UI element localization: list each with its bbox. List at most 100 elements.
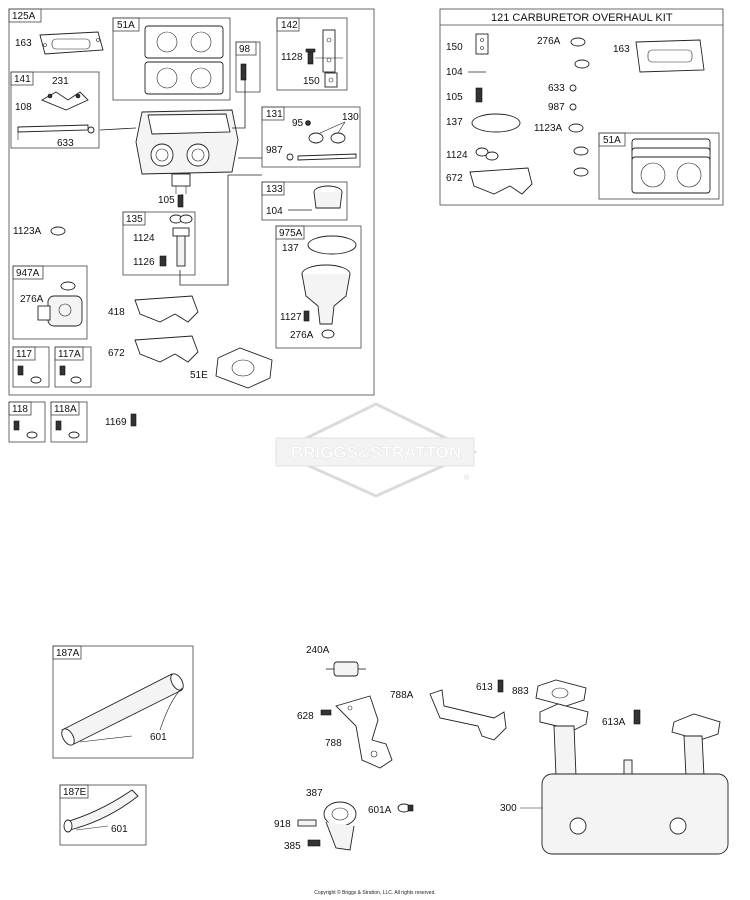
label-150: 150: [303, 76, 320, 87]
kit-label-137: 137: [446, 117, 463, 128]
box-label-51A: 51A: [117, 20, 135, 31]
clamp-601A-icon: [397, 803, 414, 813]
kit-label-150: 150: [446, 42, 463, 53]
kit-seal-a-icon: [574, 59, 590, 69]
label-1128: 1128: [281, 52, 303, 63]
kit-label-672: 672: [446, 173, 463, 184]
box-141: [10, 71, 100, 149]
bracket-788-icon: [335, 695, 393, 769]
kit-label-104: 104: [446, 67, 463, 78]
box-975A: [275, 225, 362, 349]
label-231: 231: [52, 76, 69, 87]
watermark-text: BRIGGS&STRATTON: [291, 443, 461, 462]
label-672: 672: [108, 348, 125, 359]
label-51E: 51E: [190, 370, 208, 381]
label-104: 104: [266, 206, 283, 217]
label-601-187A: 601: [150, 732, 167, 743]
kit-title: 121 CARBURETOR OVERHAUL KIT: [491, 12, 673, 24]
seal-633-icon: [87, 126, 95, 134]
bracket-142-icon: [315, 29, 343, 73]
copyright-footer: Copyright © Briggs & Stratton, LLC. All …: [314, 890, 436, 896]
box-135: [122, 211, 196, 276]
tube-187E-icon: [63, 789, 139, 833]
screw-613A-icon: [633, 709, 641, 725]
screw-628-icon: [320, 709, 332, 716]
kit-needle-105-icon: [475, 87, 483, 103]
muffler-300-icon: [539, 703, 729, 855]
label-240A: 240A: [306, 645, 330, 656]
kit-seal-633-icon: [569, 84, 577, 92]
label-105: 105: [158, 195, 175, 206]
pin-918-icon: [297, 819, 317, 827]
label-788A: 788A: [390, 690, 414, 701]
box-label-118: 118: [12, 404, 28, 415]
screw-117-icon: [17, 365, 42, 384]
throttle-plate-130-icon: [308, 121, 346, 144]
label-1124: 1124: [133, 233, 155, 244]
elbow-387-icon: [323, 801, 357, 851]
kit-seal-c-icon: [573, 167, 589, 177]
watermark-trademark: ®: [464, 474, 470, 482]
label-987: 987: [266, 145, 283, 156]
bracket-231-icon: [40, 91, 89, 111]
bowl-975A-icon: [301, 264, 351, 325]
label-387: 387: [306, 788, 323, 799]
label-163: 163: [15, 38, 32, 49]
tube-187A-icon: [61, 673, 184, 746]
gasket-883-icon: [535, 679, 587, 707]
screw-117A-icon: [59, 365, 82, 384]
solenoid-947A-icon: [37, 281, 83, 327]
kit-gasket-137-icon: [471, 113, 521, 133]
seal-276A-975-icon: [321, 329, 335, 339]
label-918: 918: [274, 819, 291, 830]
label-130: 130: [342, 112, 359, 123]
kit-gasket-672-icon: [469, 167, 533, 195]
kit-gasket-163-icon: [635, 39, 705, 73]
kit-seal-987-icon: [569, 103, 577, 111]
box-label-187E: 187E: [63, 787, 87, 798]
kit-label-276A: 276A: [537, 36, 561, 47]
box-label-975A: 975A: [279, 228, 303, 239]
box-label-98: 98: [239, 44, 251, 55]
gasket-137-icon: [307, 235, 357, 255]
label-418: 418: [108, 307, 125, 318]
kit-label-163: 163: [613, 44, 630, 55]
kit-seal-276A-icon: [570, 37, 586, 47]
box-kit-121: [439, 8, 724, 206]
label-300: 300: [500, 803, 517, 814]
label-385: 385: [284, 841, 301, 852]
label-628: 628: [297, 711, 314, 722]
kit-label-633: 633: [548, 83, 565, 94]
kit-box-label-51A: 51A: [603, 135, 621, 146]
label-788: 788: [325, 738, 342, 749]
jet-98-icon: [240, 63, 247, 81]
gasket-163-icon: [39, 31, 104, 55]
kit-seal-b-icon: [573, 146, 589, 156]
label-613A: 613A: [602, 717, 626, 728]
screw-1169-icon: [130, 413, 137, 427]
gasket-418-icon: [134, 295, 199, 323]
label-1127: 1127: [280, 312, 302, 323]
box-label-142: 142: [281, 20, 298, 31]
fuel-filter-240A-icon: [326, 661, 366, 677]
box-label-187A: 187A: [56, 648, 80, 659]
float-133-icon: [288, 185, 343, 211]
nozzle-135-icon: [172, 227, 190, 267]
box-label-117A: 117A: [58, 349, 81, 360]
screw-1126-icon: [159, 255, 167, 267]
bracket-788A-icon: [429, 689, 507, 741]
box-133: [261, 181, 348, 221]
box-187E: [59, 784, 147, 846]
kit-seal-1124-icon: [475, 147, 499, 161]
gasket-51E-icon: [215, 347, 273, 389]
box-label-133: 133: [266, 184, 283, 195]
screw-1128-icon: [305, 48, 316, 65]
box-947A: [12, 265, 88, 340]
plate-150-icon: [324, 72, 338, 88]
needle-105-icon: [177, 194, 184, 208]
kit-gasket-1123A-icon: [568, 123, 584, 133]
label-633: 633: [57, 138, 74, 149]
seal-1124-icon: [169, 214, 193, 224]
box-label-117: 117: [16, 349, 32, 360]
